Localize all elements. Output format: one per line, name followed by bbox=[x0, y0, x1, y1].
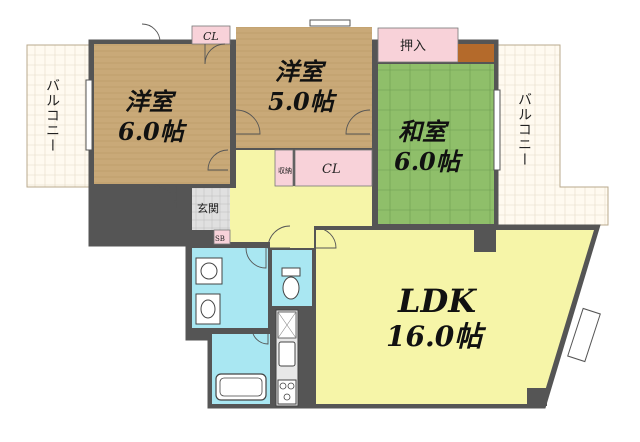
japanese-room-size: 6.0帖 bbox=[394, 147, 464, 176]
door-swings bbox=[141, 23, 371, 345]
balcony-right: バルコニー bbox=[497, 44, 609, 226]
western-room-1-name: 洋室 bbox=[125, 87, 177, 116]
western-room-1-size: 6.0帖 bbox=[118, 117, 188, 146]
hall bbox=[230, 150, 372, 248]
western-room-1: 洋室 6.0帖 bbox=[94, 44, 230, 184]
closet-top-label: CL bbox=[203, 30, 219, 43]
storage: 収納 bbox=[274, 149, 294, 187]
shoebox: SB bbox=[213, 229, 231, 245]
storage-label: 収納 bbox=[278, 166, 292, 175]
toilet-bowl bbox=[282, 276, 300, 300]
oshiire: 押入 bbox=[377, 27, 494, 63]
bathtub bbox=[215, 373, 267, 401]
ldk: LDK 16.0帖 bbox=[316, 228, 594, 406]
balcony-left-label: バルコニー bbox=[44, 78, 60, 153]
toilet bbox=[272, 250, 312, 306]
stove bbox=[277, 379, 297, 405]
closet-mid: CL bbox=[294, 149, 373, 187]
japanese-room: 和室 6.0帖 bbox=[378, 64, 494, 224]
oshiire-label: 押入 bbox=[400, 39, 426, 54]
washroom bbox=[192, 248, 268, 328]
ldk-name: LDK bbox=[397, 282, 477, 320]
japanese-room-name: 和室 bbox=[398, 117, 450, 146]
western-room-2: 洋室 5.0帖 bbox=[236, 27, 372, 148]
entrance: 玄関 bbox=[192, 188, 230, 230]
shoebox-label: SB bbox=[215, 235, 225, 243]
bathroom bbox=[212, 334, 270, 404]
sink bbox=[278, 341, 296, 367]
western-room-2-name: 洋室 bbox=[275, 57, 327, 86]
balcony-left: バルコニー bbox=[26, 44, 90, 188]
kitchen-counter bbox=[275, 309, 299, 407]
western-room-2-size: 5.0帖 bbox=[268, 87, 338, 116]
washing-machine bbox=[195, 257, 223, 285]
entrance-label: 玄関 bbox=[197, 201, 219, 215]
balcony-right-label: バルコニー bbox=[516, 92, 532, 167]
windows bbox=[85, 19, 601, 363]
closet-mid-label: CL bbox=[322, 162, 341, 177]
wash-basin bbox=[195, 293, 221, 325]
closet-top: CL bbox=[191, 25, 231, 45]
ldk-size: 16.0帖 bbox=[386, 320, 486, 353]
